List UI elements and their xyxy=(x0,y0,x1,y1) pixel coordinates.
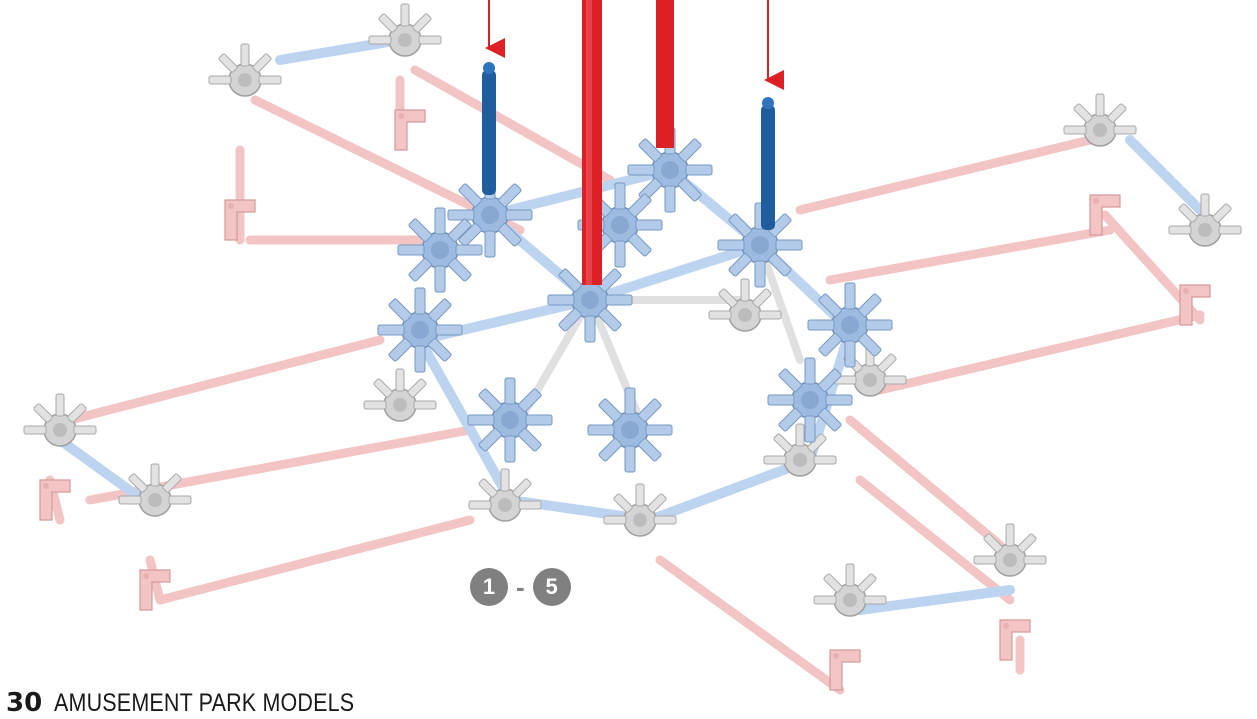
page-number: 30 xyxy=(6,688,43,718)
red-rod-icon xyxy=(582,0,674,285)
blue-rod-icon xyxy=(482,62,775,230)
page-footer: 30 AMUSEMENT PARK MODELS xyxy=(6,688,403,718)
step-range: 1 - 5 xyxy=(470,567,571,607)
red-down-arrow-icon xyxy=(485,0,784,90)
book-title: AMUSEMENT PARK MODELS xyxy=(54,689,355,717)
gray-connectors xyxy=(23,3,1242,617)
step-end-badge: 5 xyxy=(532,568,571,606)
step-start-badge: 1 xyxy=(470,568,508,606)
step-separator: - xyxy=(516,572,525,602)
